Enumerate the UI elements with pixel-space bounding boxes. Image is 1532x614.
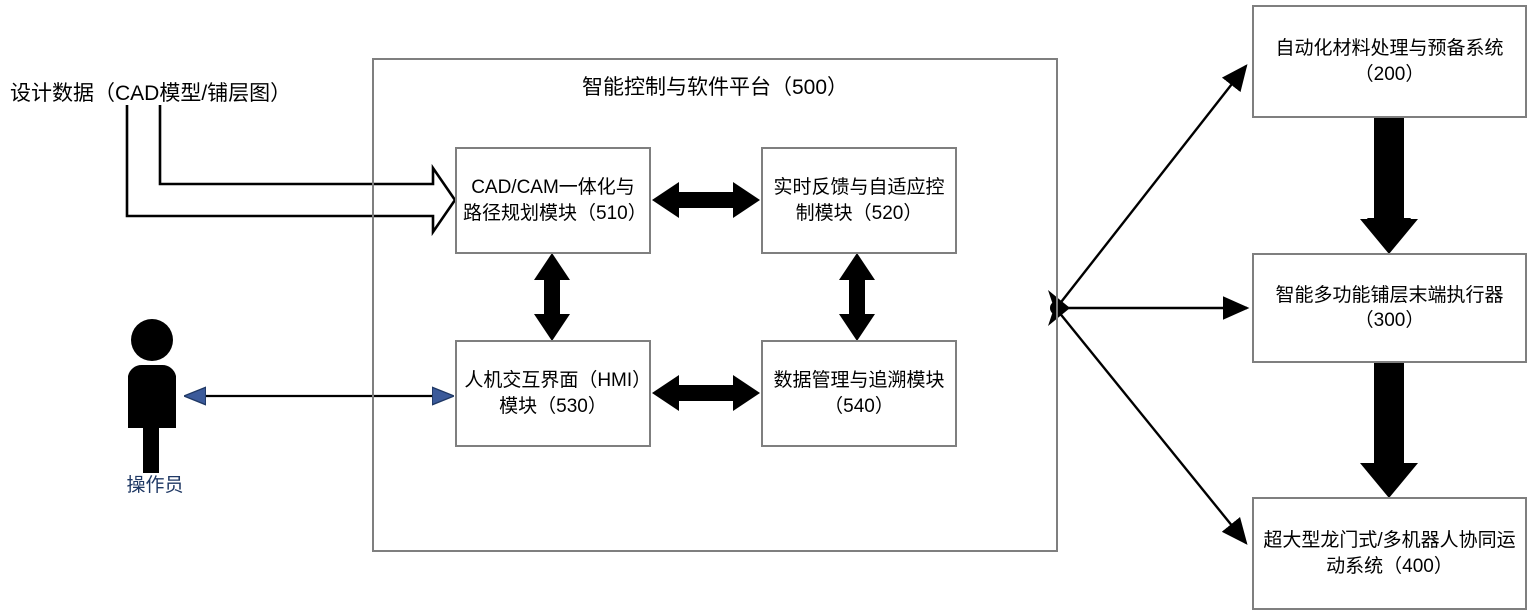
hub-system400-connector: [1057, 310, 1248, 545]
module-510[interactable]: CAD/CAM一体化与路径规划模块（510）: [455, 147, 651, 254]
operator-label: 操作员: [126, 475, 184, 496]
module-530[interactable]: 人机交互界面（HMI）模块（530）: [455, 340, 651, 447]
hub-system200-connector: [1057, 64, 1248, 307]
system200-system300-connector: [1360, 118, 1418, 254]
platform-title: 智能控制与软件平台（500）: [581, 76, 849, 99]
system300-system400-connector: [1360, 362, 1418, 498]
person-icon: [128, 319, 176, 473]
module-520[interactable]: 实时反馈与自适应控制模块（520）: [761, 147, 957, 254]
design-data-label: 设计数据（CAD模型/铺层图）: [10, 82, 292, 105]
platform-container: 智能控制与软件平台（500）: [372, 58, 1058, 552]
system-300[interactable]: 智能多功能铺层末端执行器（300）: [1252, 253, 1527, 363]
module-540[interactable]: 数据管理与追溯模块（540）: [761, 340, 957, 447]
system-400[interactable]: 超大型龙门式/多机器人协同运动系统（400）: [1252, 497, 1527, 610]
system-200[interactable]: 自动化材料处理与预备系统（200）: [1252, 5, 1527, 118]
